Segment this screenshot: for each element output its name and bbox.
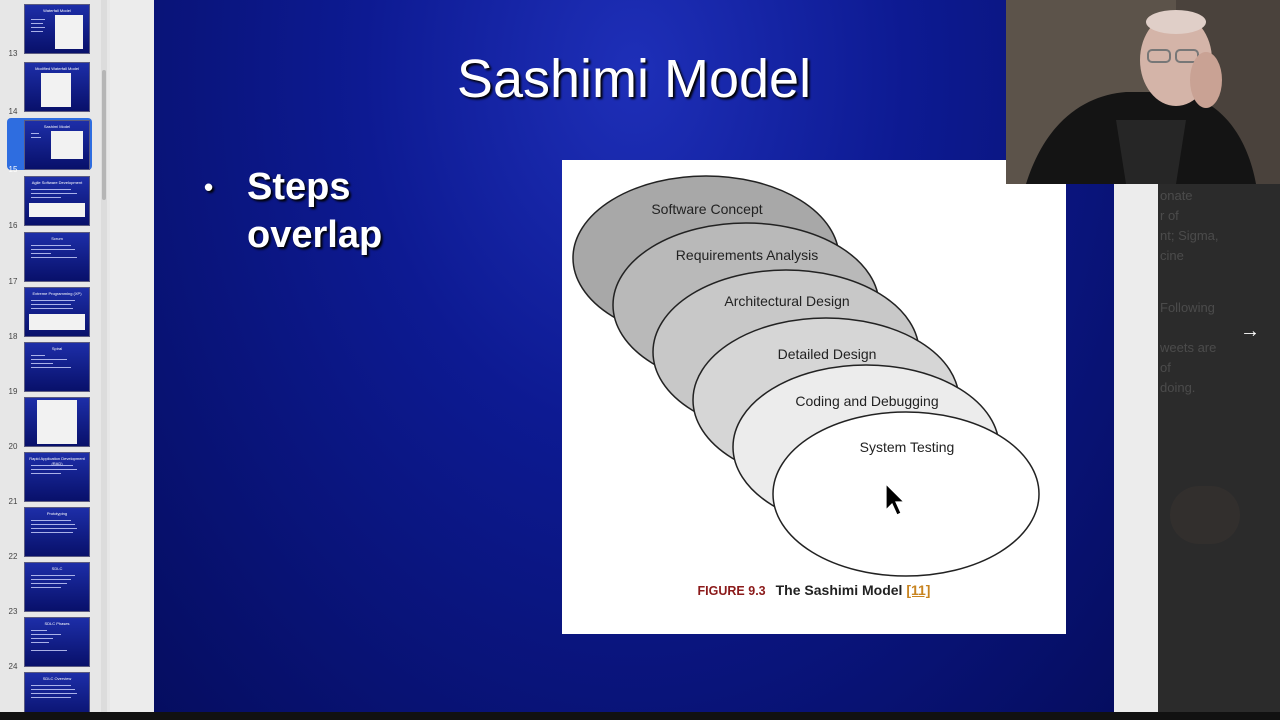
slide-thumbnail-22[interactable]: 22 Prototyping [0,507,100,563]
sashimi-diagram: Software Concept Requirements Analysis A… [572,175,1040,577]
thumbnail-preview: SDLC Overview [24,672,90,712]
thumbnail-preview: Prototyping [24,507,90,557]
figure-reference-link[interactable]: [11] [906,582,931,598]
thumbnail-diagram [29,203,85,217]
bullet-text: Steps overlap [247,166,383,256]
current-slide[interactable]: Sashimi Model • Steps overlap Software C… [154,0,1114,712]
slide-number: 18 [8,332,18,341]
arrow-right-icon[interactable]: → [1240,320,1260,342]
slide-thumbnail-24[interactable]: 24 SDLC Phases [0,617,100,673]
slide-thumbnail-16[interactable]: 16 Agile Software Development [0,176,100,232]
thumbnail-preview: SDLC Phases [24,617,90,667]
slide-thumbnail-20[interactable]: 20 [0,397,100,453]
slide-number: 19 [8,387,18,396]
phase-label-software-concept: Software Concept [651,201,762,217]
thumbnail-diagram [29,314,85,330]
thumbnail-preview: Modified Waterfall Model [24,62,90,112]
slide-thumbnail-panel: 13 Waterfall Model 14 Modified Waterfall… [0,0,110,712]
slide-number: 24 [8,662,18,671]
thumbnail-title: Prototyping [46,511,68,516]
slide-number: 22 [8,552,18,561]
figure-number: FIGURE 9.3 [697,584,766,598]
thumbnail-preview: Agile Software Development [24,176,90,226]
phase-label-detailed-design: Detailed Design [778,346,877,362]
thumbnail-title: Modified Waterfall Model [35,66,79,71]
slide-thumbnail-15[interactable]: 15 Sashimi Model [0,118,100,176]
thumbnail-preview: Sashimi Model [24,120,90,170]
slide-number: 23 [8,607,18,616]
thumbnail-preview: Extreme Programming (XP) [24,287,90,337]
thumbnail-diagram [51,131,83,159]
slide-thumbnail-25[interactable]: SDLC Overview [0,672,100,712]
bottom-status-bar [0,712,1280,720]
sidebar-scrollbar-thumb[interactable] [102,70,106,200]
phase-label-requirements-analysis: Requirements Analysis [676,247,818,263]
figure-caption: FIGURE 9.3 The Sashimi Model [11] [562,582,1066,598]
slide-editor-area: Sashimi Model • Steps overlap Software C… [110,0,1158,712]
thumbnail-title: SDLC Phases [44,621,70,626]
sashimi-figure: Software Concept Requirements Analysis A… [562,160,1066,634]
thumbnail-title: SDLC Overview [42,676,72,681]
mouse-pointer-icon [885,482,906,516]
phase-label-system-testing: System Testing [860,439,955,455]
thumbnail-preview: Scrum [24,232,90,282]
phase-label-architectural-design: Architectural Design [724,293,849,309]
thumbnail-diagram [55,15,83,49]
thumbnail-title: Extreme Programming (XP) [32,291,82,296]
thumbnail-title: SDLC [51,566,63,571]
slide-number: 13 [8,49,18,58]
slide-number: 20 [8,442,18,451]
thumbnail-title: Sashimi Model [43,124,71,129]
bullet-dot: • [204,172,214,202]
obscured-panel-image [1170,486,1240,544]
slide-thumbnail-21[interactable]: 21 Rapid Application Development (RAD) [0,452,100,508]
phase-label-coding-debugging: Coding and Debugging [795,393,938,409]
slide-thumbnail-23[interactable]: 23 SDLC [0,562,100,618]
thumbnail-title: Waterfall Model [43,8,71,13]
slide-number: 21 [8,497,18,506]
thumbnail-title: Spiral [51,346,63,351]
slide-thumbnail-14[interactable]: 14 Modified Waterfall Model [0,62,100,118]
slide-thumbnail-18[interactable]: 18 Extreme Programming (XP) [0,287,100,343]
slide-number: 15 [8,165,18,174]
thumbnail-title: Agile Software Development [31,180,83,185]
thumbnail-title: Rapid Application Development (RAD) [29,456,85,466]
slide-number: 17 [8,277,18,286]
thumbnail-preview [24,397,90,447]
thumbnail-diagram [41,73,71,107]
slide-thumbnail-19[interactable]: 19 Spiral [0,342,100,398]
phase-ellipse-system-testing [772,411,1040,577]
slide-thumbnail-13[interactable]: 13 Waterfall Model [0,4,100,60]
slide-title: Sashimi Model [456,49,812,109]
sidebar-scrollbar-track[interactable] [101,0,107,712]
thumbnail-preview: Waterfall Model [24,4,90,54]
thumbnail-preview: Rapid Application Development (RAD) [24,452,90,502]
slide-thumbnail-17[interactable]: 17 Scrum [0,232,100,288]
presenter-video [1006,0,1280,184]
slide-number: 16 [8,221,18,230]
thumbnail-diagram [37,400,77,444]
figure-caption-text: The Sashimi Model [775,582,903,598]
thumbnail-preview: SDLC [24,562,90,612]
slide-number: 14 [8,107,18,116]
thumbnail-title: Scrum [51,236,63,241]
thumbnail-preview: Spiral [24,342,90,392]
webcam-overlay [1006,0,1280,184]
